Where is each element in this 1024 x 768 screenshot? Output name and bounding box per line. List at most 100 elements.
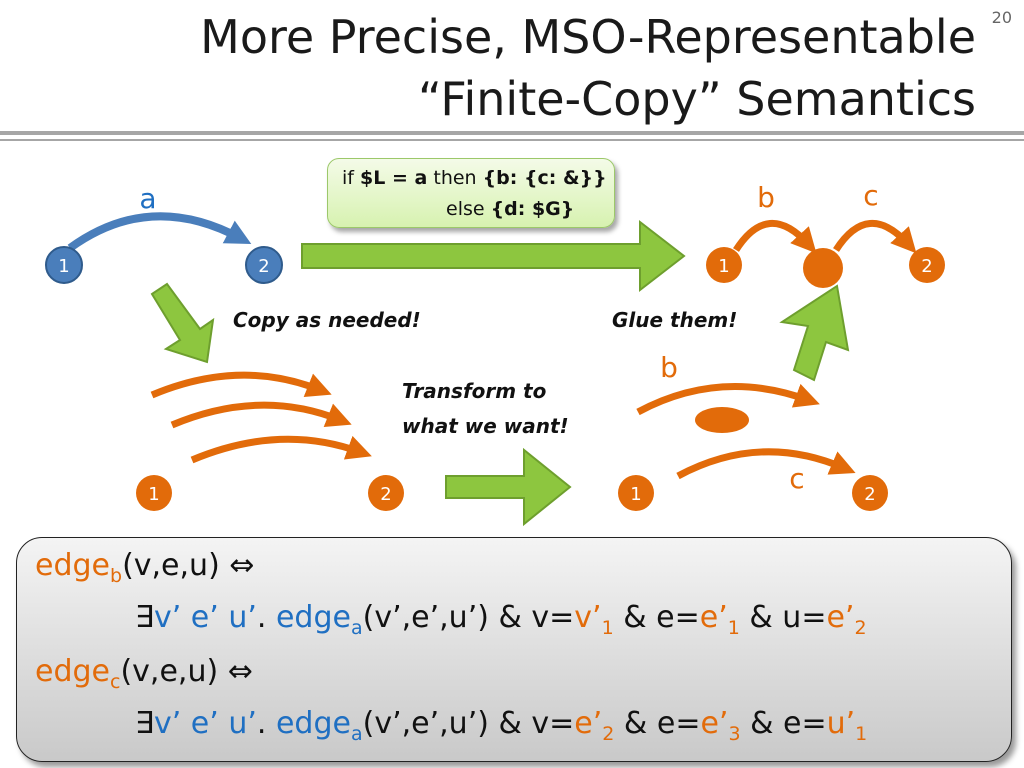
- f2-r1: v’: [574, 600, 602, 635]
- output-middle-node: [803, 248, 843, 288]
- f3-edge: edge: [35, 654, 110, 689]
- f2-mid1: & e=: [613, 600, 700, 635]
- f4-mid1: & e=: [614, 706, 701, 741]
- transformed-edge-c: [676, 448, 856, 480]
- f2-space: [266, 600, 276, 635]
- f1-args: (v,e,u) ⇔: [122, 548, 255, 583]
- copy-edge-3: [190, 435, 372, 464]
- transformed-node-2-label: 2: [864, 484, 875, 505]
- f2-r2sub: 1: [727, 617, 740, 639]
- f4-edge: edge: [275, 706, 351, 741]
- caption-glue: Glue them!: [612, 308, 738, 332]
- edge-a: [67, 212, 252, 252]
- f2-r1sub: 1: [601, 617, 614, 639]
- code-line-if: if $L = a then {b: {c: &}}: [342, 167, 607, 189]
- f4-exists: ∃: [135, 706, 154, 741]
- f1-sub: b: [110, 565, 123, 587]
- slide-title: More Precise, MSO-Representable “Finite-…: [76, 6, 976, 130]
- green-arrow-glue: [779, 284, 850, 382]
- code-else-expr: {d: $G}: [490, 198, 575, 220]
- code-line-else: else {d: $G}: [446, 198, 574, 220]
- input-node-2-label: 2: [258, 256, 269, 277]
- transform-code-box: if $L = a then {b: {c: &}} else {d: $G}: [327, 158, 615, 228]
- output-edge-c: [833, 219, 917, 254]
- f4-sub: a: [350, 723, 363, 745]
- output-node-2-label: 2: [921, 256, 932, 277]
- transformed-node-1-label: 1: [630, 484, 641, 505]
- copies-node-2: [368, 475, 404, 511]
- green-arrow-right-top: [301, 219, 686, 293]
- formula-line-2: ∃v’ e’ u’. edgea(v’,e’,u’) & v=v’1 & e=e…: [135, 600, 867, 638]
- input-node-1-label: 1: [58, 256, 69, 277]
- copies-node-2-label: 2: [380, 484, 391, 505]
- green-arrow-copy: [150, 282, 215, 364]
- f4-r2sub: 3: [728, 723, 741, 745]
- copy-edge-2: [170, 401, 352, 429]
- output-node-1: [706, 247, 742, 283]
- f2-r3: e’: [826, 600, 855, 635]
- formula-line-4: ∃v’ e’ u’. edgea(v’,e’,u’) & v=e’2 & e=e…: [135, 706, 867, 744]
- output-graph: b c 1 2: [706, 179, 945, 288]
- f3-args: (v,e,u) ⇔: [120, 654, 253, 689]
- f2-edge: edge: [275, 600, 351, 635]
- f2-args: (v’,e’,u’) & v=: [362, 600, 575, 635]
- transformed-node-2: [852, 475, 888, 511]
- input-node-2: [245, 246, 283, 284]
- formula-line-1: edgeb(v,e,u) ⇔: [35, 548, 255, 586]
- copies-graph: 1 2: [136, 371, 404, 511]
- transformed-node-1: [618, 475, 654, 511]
- f4-mid2: & e=: [740, 706, 827, 741]
- f4-space: [266, 706, 276, 741]
- transformation-diagram: a 1 2 1 2 b c 1 2 b c 1: [45, 179, 945, 527]
- f4-r3: u’: [826, 706, 856, 741]
- code-condition: $L = a: [360, 167, 428, 189]
- output-label-c: c: [863, 179, 878, 212]
- copy-edge-1: [150, 371, 332, 399]
- f4-r3sub: 1: [855, 723, 868, 745]
- input-node-1: [45, 246, 83, 284]
- caption-transform-1: Transform to: [402, 379, 547, 403]
- edge-label-a: a: [139, 182, 156, 215]
- code-kw-else: else: [446, 198, 485, 220]
- transformed-graph: b c 1 2: [618, 351, 888, 511]
- f4-dot: .: [256, 706, 267, 741]
- f3-sub: c: [110, 671, 121, 693]
- transformed-label-c: c: [789, 462, 804, 495]
- f1-edge: edge: [35, 548, 110, 583]
- f2-mid2: & u=: [739, 600, 827, 635]
- formula-box: edgeb(v,e,u) ⇔ ∃v’ e’ u’. edgea(v’,e’,u’…: [16, 537, 1012, 762]
- f4-vars: v’ e’ u’: [153, 706, 257, 741]
- copies-node-1: [136, 475, 172, 511]
- title-rule-thin: [0, 139, 1024, 141]
- transformed-middle-node: [695, 407, 749, 433]
- code-kw-if: if: [342, 167, 354, 189]
- code-kw-then: then: [433, 167, 477, 189]
- code-then-expr: {b: {c: &}}: [482, 167, 607, 189]
- green-arrow-transform: [445, 447, 572, 527]
- slide-number: 20: [991, 8, 1012, 27]
- f2-dot: .: [256, 600, 267, 635]
- f4-r1: e’: [574, 706, 603, 741]
- f2-sub: a: [350, 617, 363, 639]
- f2-r3sub: 2: [854, 617, 867, 639]
- output-label-b: b: [757, 181, 775, 214]
- output-node-1-label: 1: [718, 256, 729, 277]
- caption-transform-2: what we want!: [402, 414, 569, 438]
- transformed-label-b: b: [660, 351, 678, 384]
- f2-r2: e’: [699, 600, 728, 635]
- transformed-edge-b: [636, 383, 820, 416]
- title-line-2: “Finite-Copy” Semantics: [417, 72, 976, 126]
- f2-vars: v’ e’ u’: [153, 600, 257, 635]
- f4-args: (v’,e’,u’) & v=: [362, 706, 575, 741]
- f2-exists: ∃: [135, 600, 154, 635]
- f4-r2: e’: [700, 706, 729, 741]
- copies-node-1-label: 1: [148, 484, 159, 505]
- output-node-2: [909, 247, 945, 283]
- f4-r1sub: 2: [602, 723, 615, 745]
- input-graph: a 1 2: [45, 182, 283, 284]
- caption-copy: Copy as needed!: [233, 308, 421, 332]
- output-edge-b: [733, 219, 817, 254]
- formula-line-3: edgec(v,e,u) ⇔: [35, 654, 253, 692]
- title-line-1: More Precise, MSO-Representable: [200, 10, 976, 64]
- title-rule-thick: [0, 131, 1024, 135]
